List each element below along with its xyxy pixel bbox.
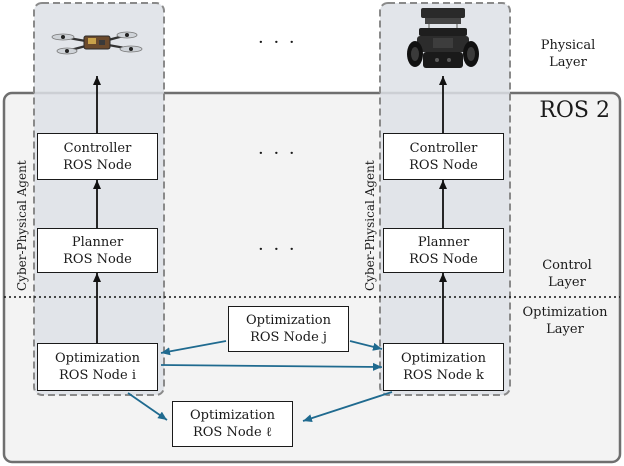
optimization-node-l-title: Optimization: [189, 408, 276, 423]
optimization-node-k-subtitle: ROS Node k: [403, 368, 484, 383]
planner-node-left-title: Planner: [71, 234, 124, 250]
controller-node-left: Controller ROS Node: [37, 133, 158, 180]
physical-layer-line-2: Layer: [549, 55, 587, 70]
quadrotor-drone-icon: [51, 31, 143, 55]
controller-node-right: Controller ROS Node: [383, 133, 504, 180]
controller-node-right-subtitle: ROS Node: [409, 157, 478, 173]
control-layer-line-1: Control: [542, 258, 592, 273]
optimization-node-k-title: Optimization: [400, 351, 487, 366]
optimization-node-j-subtitle: ROS Node j: [250, 330, 327, 345]
planner-node-right: Planner ROS Node: [383, 228, 504, 273]
arrow-j-to-k: [349, 340, 383, 351]
ros2-title: ROS 2: [539, 98, 610, 123]
ground-robot-icon: [407, 8, 479, 68]
physical-layer-label: Physical Layer: [528, 37, 608, 71]
controller-node-right-title: Controller: [409, 140, 478, 156]
planner-node-left: Planner ROS Node: [37, 228, 158, 273]
agent-column-right: [379, 2, 511, 396]
arrow-i-to-l: [127, 392, 168, 421]
optimization-node-j-title: Optimization: [245, 313, 332, 328]
planner-node-right-title: Planner: [417, 234, 470, 250]
optimization-node-j: Optimization ROS Node j: [228, 306, 349, 352]
optimization-layer-line-2: Layer: [546, 322, 584, 337]
controller-node-left-subtitle: ROS Node: [63, 157, 132, 173]
arrow-i-to-k: [160, 362, 383, 371]
planner-node-left-subtitle: ROS Node: [63, 251, 132, 267]
agent-label-left: Cyber-Physical Agent: [15, 160, 29, 291]
optimization-node-i-title: Optimization: [54, 351, 141, 366]
controller-node-left-title: Controller: [63, 140, 132, 156]
control-layer-label: Control Layer: [527, 257, 607, 291]
physical-layer-line-1: Physical: [540, 38, 596, 53]
optimization-layer-line-1: Optimization: [522, 305, 608, 320]
optimization-node-i: Optimization ROS Node i: [37, 343, 158, 391]
planner-node-right-subtitle: ROS Node: [409, 251, 478, 267]
optimization-node-l-subtitle: ROS Node ℓ: [192, 425, 273, 440]
agent-column-left: [33, 2, 165, 396]
optimization-layer-label: Optimization Layer: [510, 304, 620, 338]
optimization-node-i-subtitle: ROS Node i: [59, 368, 136, 383]
control-layer-line-2: Layer: [548, 275, 586, 290]
optimization-node-l: Optimization ROS Node ℓ: [172, 401, 293, 447]
optimization-node-k: Optimization ROS Node k: [383, 343, 504, 391]
agent-label-right: Cyber-Physical Agent: [363, 160, 377, 291]
ellipsis-planner: · · ·: [258, 239, 297, 260]
ellipsis-physical: · · ·: [258, 32, 297, 53]
arrow-k-to-l: [302, 391, 393, 423]
ellipsis-controller: · · ·: [258, 143, 297, 164]
arrow-j-to-i: [160, 340, 227, 356]
